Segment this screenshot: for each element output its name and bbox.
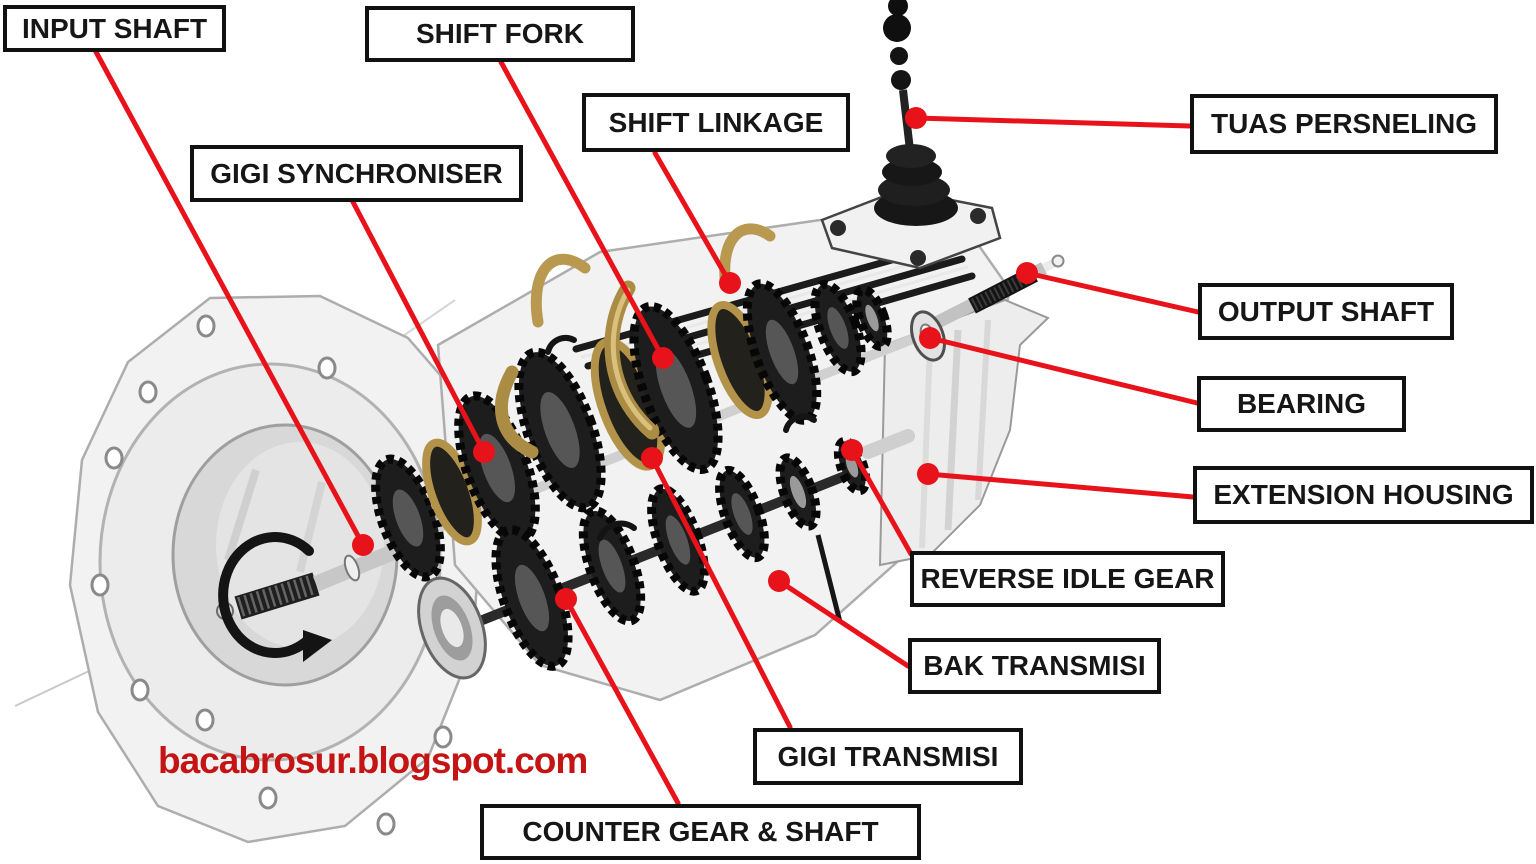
small-rotation-arrows (545, 334, 817, 541)
connector-line-gigi-synchroniser (350, 199, 487, 455)
dot-bak-transmisi (768, 570, 790, 592)
label-extension-housing: EXTENSION HOUSING (1193, 466, 1534, 524)
dot-input-shaft (352, 534, 374, 556)
synchro-brass-fork (494, 223, 776, 459)
dot-gigi-synchroniser (473, 441, 495, 463)
dot-gigi-transmisi (641, 447, 663, 469)
dot-reverse-idle-gear (841, 439, 863, 461)
connector-line-shift-linkage (652, 150, 733, 286)
dot-tuas-persneling (905, 107, 927, 129)
rotation-arrow (218, 532, 332, 662)
shifter-boot (874, 144, 958, 226)
counter-shaft-front-hub (417, 576, 487, 680)
label-shift-fork: SHIFT FORK (365, 6, 635, 62)
bell-housing (68, 294, 484, 844)
label-reverse-idle-gear: REVERSE IDLE GEAR (910, 551, 1225, 607)
connector-line-shift-fork (498, 59, 666, 361)
bolt-holes (90, 314, 453, 836)
dot-output-shaft (1016, 262, 1038, 284)
reverse-idle-gear-shape (815, 429, 915, 623)
connector-dots (352, 107, 1038, 610)
connector-line-tuas-persneling (913, 115, 1193, 129)
dot-shift-fork (652, 347, 674, 369)
label-counter-gear-shaft: COUNTER GEAR & SHAFT (480, 804, 921, 860)
connector-line-extension-housing (925, 471, 1196, 500)
label-bearing: BEARING (1197, 376, 1406, 432)
connector-line-bak-transmisi (776, 578, 911, 669)
label-tuas-persneling: TUAS PERSNELING (1190, 94, 1498, 154)
label-gigi-synchroniser: GIGI SYNCHRONISER (190, 145, 523, 202)
label-bak-transmisi: BAK TRANSMISI (908, 638, 1161, 694)
connector-lines (92, 47, 1201, 806)
connector-line-counter-gear (563, 596, 681, 806)
label-output-shaft: OUTPUT SHAFT (1198, 283, 1454, 340)
shifter-lever (883, 0, 914, 151)
connector-line-output-shaft (1024, 270, 1201, 315)
label-input-shaft: INPUT SHAFT (3, 5, 226, 52)
connector-line-reverse-idle-gear (849, 447, 914, 557)
gear-shifter (820, 0, 1002, 270)
connector-line-input-shaft (92, 47, 366, 548)
dot-shift-linkage (719, 272, 741, 294)
connector-line-gigi-transmisi (649, 455, 793, 730)
label-gigi-transmisi: GIGI TRANSMISI (753, 728, 1023, 785)
counter-shaft-assembly (417, 453, 862, 680)
label-shift-linkage: SHIFT LINKAGE (582, 93, 850, 152)
watermark-text: bacabrosur.blogspot.com (158, 740, 588, 781)
dot-counter-gear (555, 588, 577, 610)
dot-bearing (919, 327, 941, 349)
connector-line-bearing (927, 335, 1200, 406)
dot-extension-housing (917, 463, 939, 485)
